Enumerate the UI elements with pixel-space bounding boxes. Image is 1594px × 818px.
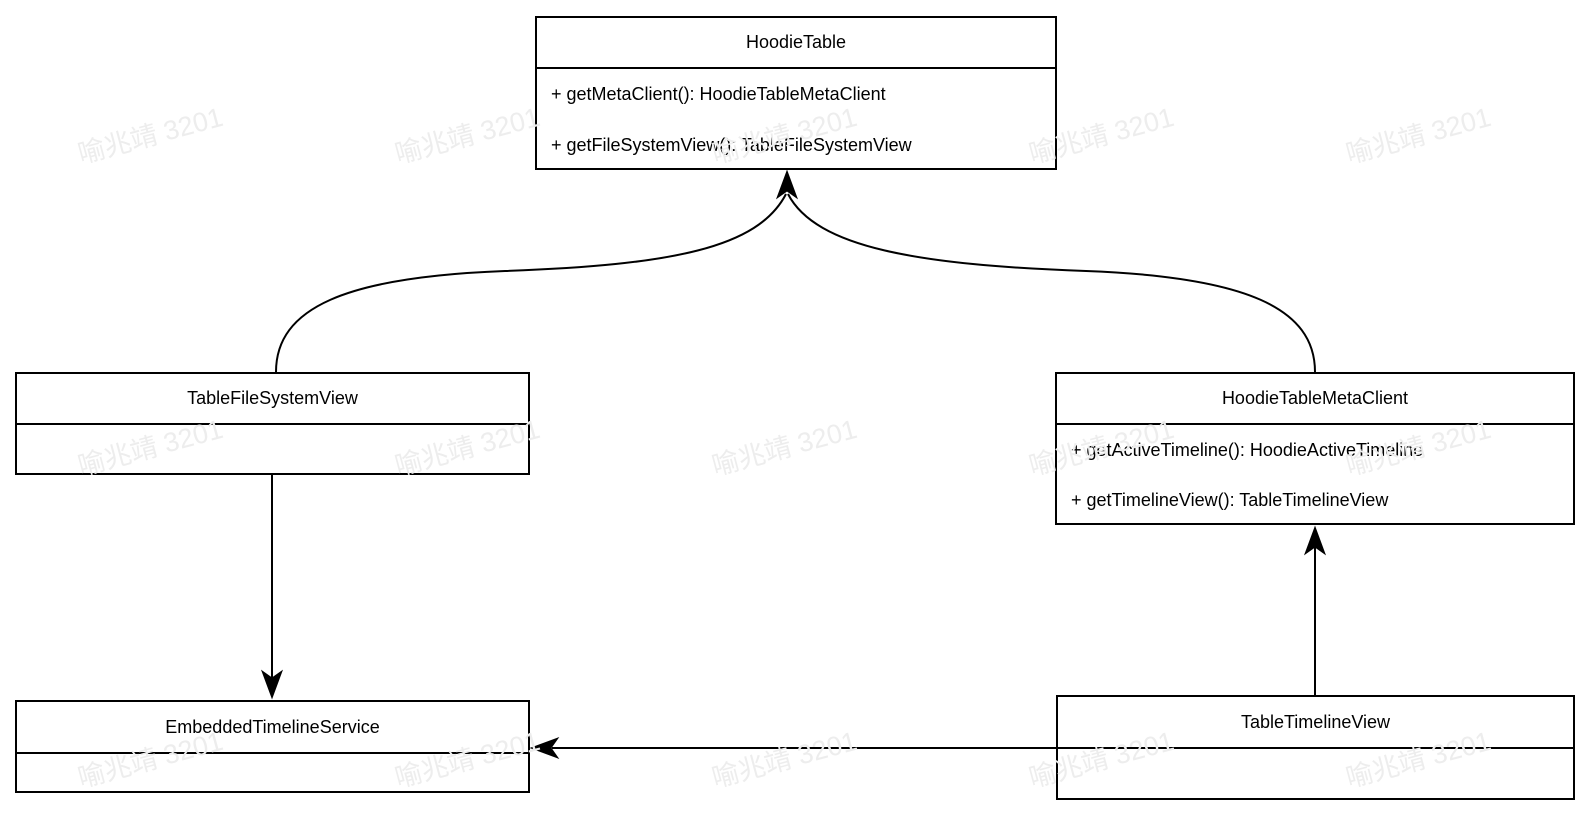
class-methods: + getMetaClient(): HoodieTableMetaClient…: [537, 69, 1055, 171]
edge-tablefilesystemview-to-hoodietable: [275, 193, 787, 373]
class-embeddedtimelineservice: EmbeddedTimelineService: [15, 700, 530, 793]
arrowhead-into-embeddedtimelineservice-right: [529, 736, 560, 760]
arrowhead-into-embeddedtimelineservice-top: [260, 669, 284, 700]
arrowhead-into-hoodietable: [775, 169, 799, 200]
class-title: HoodieTable: [537, 18, 1055, 69]
class-title: TableTimelineView: [1058, 697, 1573, 749]
class-tablefilesystemview: TableFileSystemView: [15, 372, 530, 475]
class-tabletimelineview: TableTimelineView: [1056, 695, 1575, 800]
class-method: + getFileSystemView(): TableFileSystemVi…: [551, 135, 912, 155]
class-title: HoodieTableMetaClient: [1057, 374, 1573, 425]
class-method: + getMetaClient(): HoodieTableMetaClient: [551, 84, 886, 104]
watermark-text: 喻兆靖 3201: [708, 413, 861, 482]
arrowhead-into-hoodietablemetaclient-bottom: [1303, 525, 1327, 556]
watermark-text: 喻兆靖 3201: [708, 725, 861, 794]
class-hoodietablemetaclient: HoodieTableMetaClient + getActiveTimelin…: [1055, 372, 1575, 525]
edge-hoodietablemetaclient-to-hoodietable: [787, 193, 1316, 373]
class-title: TableFileSystemView: [17, 374, 528, 425]
watermark-text: 喻兆靖 3201: [74, 101, 227, 170]
watermark-text: 喻兆靖 3201: [391, 101, 544, 170]
watermark-text: 喻兆靖 3201: [1342, 101, 1495, 170]
class-hoodietable: HoodieTable + getMetaClient(): HoodieTab…: [535, 16, 1057, 170]
class-methods: + getActiveTimeline(): HoodieActiveTimel…: [1057, 425, 1573, 525]
class-method: + getActiveTimeline(): HoodieActiveTimel…: [1071, 439, 1424, 460]
class-title: EmbeddedTimelineService: [17, 702, 528, 754]
class-method: + getTimelineView(): TableTimelineView: [1071, 489, 1389, 510]
